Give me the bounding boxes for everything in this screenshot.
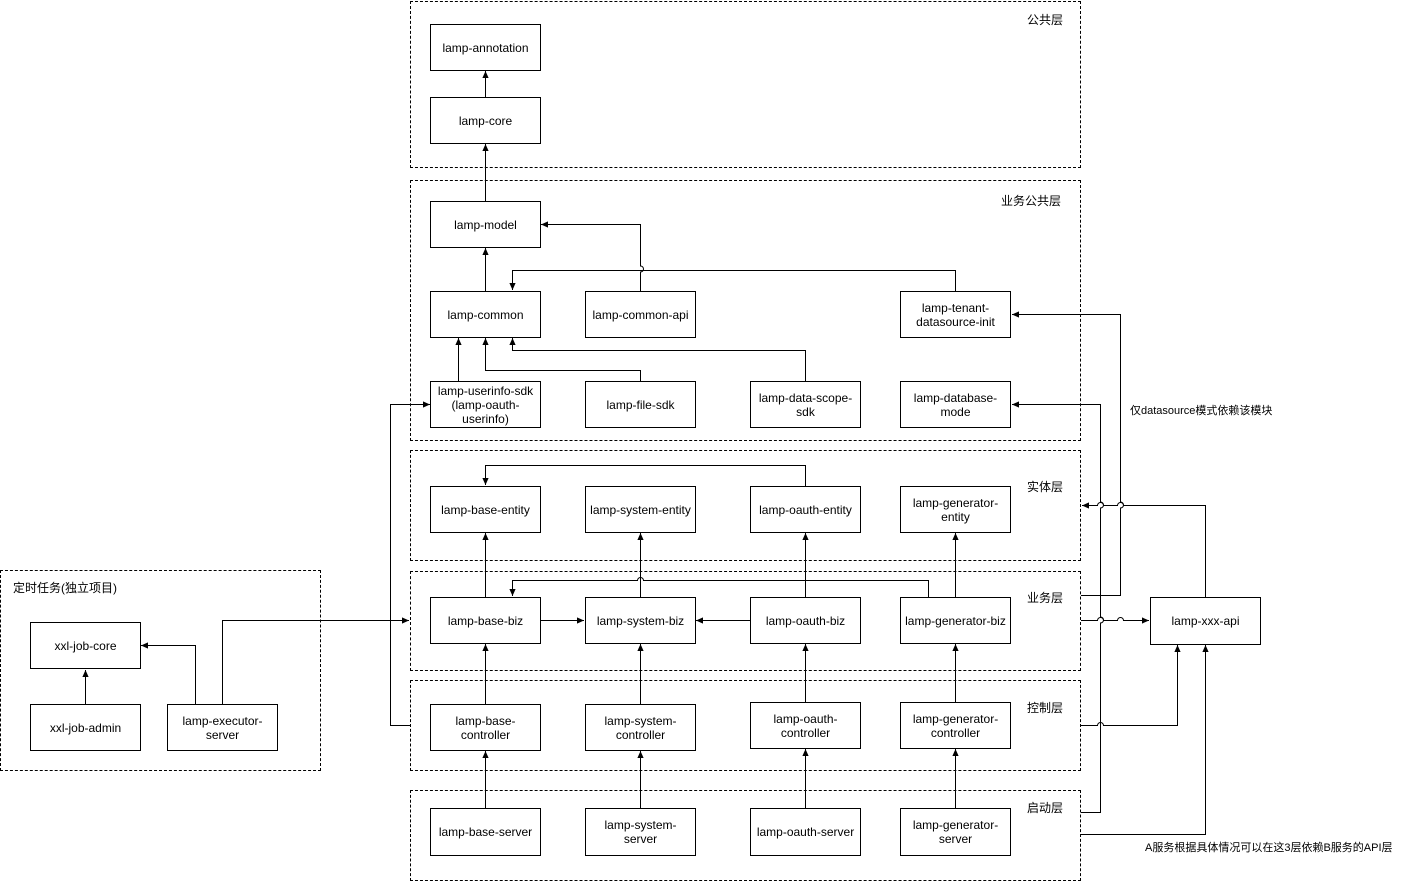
edge-tenant-common (509, 270, 956, 291)
edge-bizlayer-xxxapi (1081, 617, 1149, 624)
node-lamp-model[interactable]: lamp-model (430, 201, 541, 248)
node-lamp-base-biz[interactable]: lamp-base-biz (430, 597, 541, 644)
biz-public-layer-label: 业务公共层 (1001, 194, 1062, 208)
node-xxl-job-core[interactable]: xxl-job-core (30, 622, 141, 669)
node-lamp-base-controller[interactable]: lamp-base- controller (430, 704, 541, 751)
node-lamp-common-api[interactable]: lamp-common-api (585, 291, 696, 338)
biz-layer-group (410, 571, 1081, 671)
edge-datascope-common (509, 338, 806, 381)
edge-generatorbiz-basebiz (509, 577, 929, 597)
node-lamp-common[interactable]: lamp-common (430, 291, 541, 338)
edge-commonapi-model (541, 221, 644, 291)
node-lamp-userinfo-sdk[interactable]: lamp-userinfo-sdk (lamp-oauth- userinfo) (430, 381, 541, 428)
edge-controllayer-xxxapi (1081, 645, 1181, 726)
edge-executor-bizlayer (222, 617, 409, 704)
startup-layer-label: 启动层 (1027, 801, 1064, 815)
node-lamp-core[interactable]: lamp-core (430, 97, 541, 144)
node-lamp-file-sdk[interactable]: lamp-file-sdk (585, 381, 696, 428)
edge-oauthentity-baseentity (482, 465, 806, 486)
node-lamp-xxx-api[interactable]: lamp-xxx-api (1150, 597, 1261, 645)
node-lamp-base-entity[interactable]: lamp-base-entity (430, 486, 541, 533)
node-lamp-base-server[interactable]: lamp-base-server (430, 808, 541, 856)
scheduled-job-group (0, 570, 321, 771)
note-api-layer-dependency: A服务根据具体情况可以在这3层依赖B服务的API层 (1145, 842, 1393, 854)
node-lamp-executor-server[interactable]: lamp-executor- server (167, 704, 278, 751)
node-lamp-database-mode[interactable]: lamp-database- mode (900, 381, 1011, 428)
public-layer-label: 公共层 (1027, 13, 1064, 27)
edge-bizlayer-tenant (1012, 311, 1124, 596)
entity-layer-group (410, 450, 1081, 561)
edge-executor-core (141, 642, 196, 704)
edge-filesdk-common (482, 338, 641, 381)
edge-controllayer-userinfo (390, 401, 430, 726)
note-datasource-only: 仅datasource模式依赖该模块 (1130, 405, 1273, 417)
node-lamp-annotation[interactable]: lamp-annotation (430, 24, 541, 71)
control-layer-group (410, 680, 1081, 771)
edge-startup-databasemode (1012, 401, 1104, 813)
public-layer-group (410, 1, 1081, 168)
node-lamp-generator-entity[interactable]: lamp-generator- entity (900, 486, 1011, 533)
node-lamp-system-controller[interactable]: lamp-system- controller (585, 704, 696, 751)
node-lamp-system-server[interactable]: lamp-system-server (585, 808, 696, 856)
scheduled-job-label: 定时任务(独立项目) (13, 581, 117, 595)
node-lamp-generator-server[interactable]: lamp-generator- server (900, 808, 1011, 856)
node-lamp-system-biz[interactable]: lamp-system-biz (585, 597, 696, 644)
node-lamp-oauth-biz[interactable]: lamp-oauth-biz (750, 597, 861, 644)
node-lamp-oauth-server[interactable]: lamp-oauth-server (750, 808, 861, 856)
node-lamp-tenant-datasource-init[interactable]: lamp-tenant- datasource-init (900, 291, 1011, 338)
node-lamp-system-entity[interactable]: lamp-system-entity (585, 486, 696, 533)
node-lamp-oauth-controller[interactable]: lamp-oauth- controller (750, 702, 861, 749)
edge-xxxapi-entitylayer (1082, 502, 1206, 597)
node-lamp-generator-biz[interactable]: lamp-generator-biz (900, 597, 1011, 644)
node-lamp-generator-controller[interactable]: lamp-generator- controller (900, 702, 1011, 749)
edge-startup-xxxapi (1081, 645, 1209, 835)
node-lamp-oauth-entity[interactable]: lamp-oauth-entity (750, 486, 861, 533)
node-lamp-data-scope-sdk[interactable]: lamp-data-scope- sdk (750, 381, 861, 428)
node-xxl-job-admin[interactable]: xxl-job-admin (30, 704, 141, 751)
control-layer-label: 控制层 (1027, 701, 1064, 715)
biz-public-layer-group (410, 180, 1081, 441)
entity-layer-label: 实体层 (1027, 480, 1064, 494)
biz-layer-label: 业务层 (1027, 591, 1064, 605)
